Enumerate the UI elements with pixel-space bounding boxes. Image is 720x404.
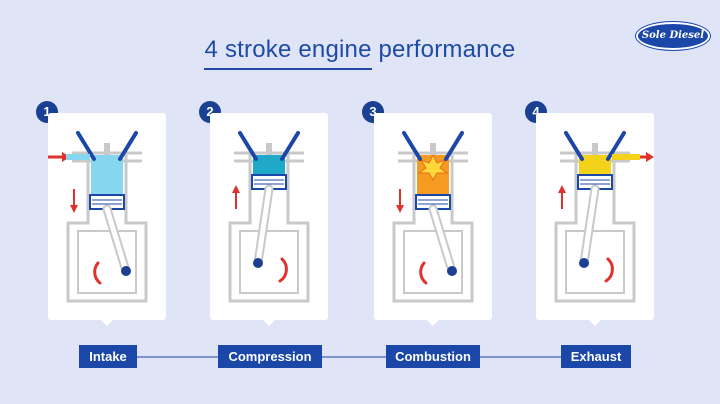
engine-diagram-combustion [392,131,474,303]
arrow-right-icon [646,152,654,162]
crank-rotation-arrow [604,257,614,283]
chamber-gas [579,155,611,175]
intake-valve [76,131,96,161]
engine-diagram-intake [48,131,148,303]
exhaust-valve [606,131,626,161]
spark-plug-icon [592,143,598,155]
arrow-down-icon [70,205,78,213]
arrow-up-icon [558,185,566,193]
stroke-card-compression [210,113,328,326]
crank-rotation-arrow [419,261,428,285]
connecting-rod-inner [104,206,129,274]
spark-plug-icon [430,143,436,155]
title-underline [204,68,372,70]
crank-pin [121,266,131,276]
stroke-label-compression: Compression [218,345,322,368]
crank-pin [447,266,457,276]
spark-plug-icon [104,143,110,155]
stroke-card-intake [48,113,166,326]
exhaust-valve [444,131,464,161]
crank-pin [579,258,589,268]
page-title: 4 stroke engine performance [204,36,516,63]
crank-pin [253,258,263,268]
stroke-label-exhaust: Exhaust [561,345,631,368]
connecting-rod-inner [255,186,272,266]
chamber-gas [253,155,285,175]
connecting-rod-inner [430,206,455,274]
exhaust-valve [118,131,138,161]
engine-diagram-exhaust [554,131,654,303]
stroke-timeline [100,356,620,358]
intake-valve [402,131,422,161]
crankcase-outline [239,230,299,294]
intake-valve [238,131,258,161]
stroke-card-combustion [374,113,492,326]
stroke-label-combustion: Combustion [386,345,480,368]
intake-valve [564,131,584,161]
arrow-down-icon [396,205,404,213]
crankcase-outline [565,230,625,294]
crank-rotation-arrow [93,261,102,285]
brand-logo: Sole Diesel [636,22,710,50]
stroke-label-intake: Intake [79,345,137,368]
spark-plug-icon [266,143,272,155]
chamber-gas [91,155,123,195]
arrow-up-icon [232,185,240,193]
stroke-card-exhaust [536,113,654,326]
intake-port-gas [66,154,90,160]
crank-rotation-arrow [278,257,288,283]
exhaust-valve [280,131,300,161]
exhaust-port-gas [612,154,640,160]
engine-diagram-compression [228,131,310,303]
connecting-rod-inner [581,186,598,266]
